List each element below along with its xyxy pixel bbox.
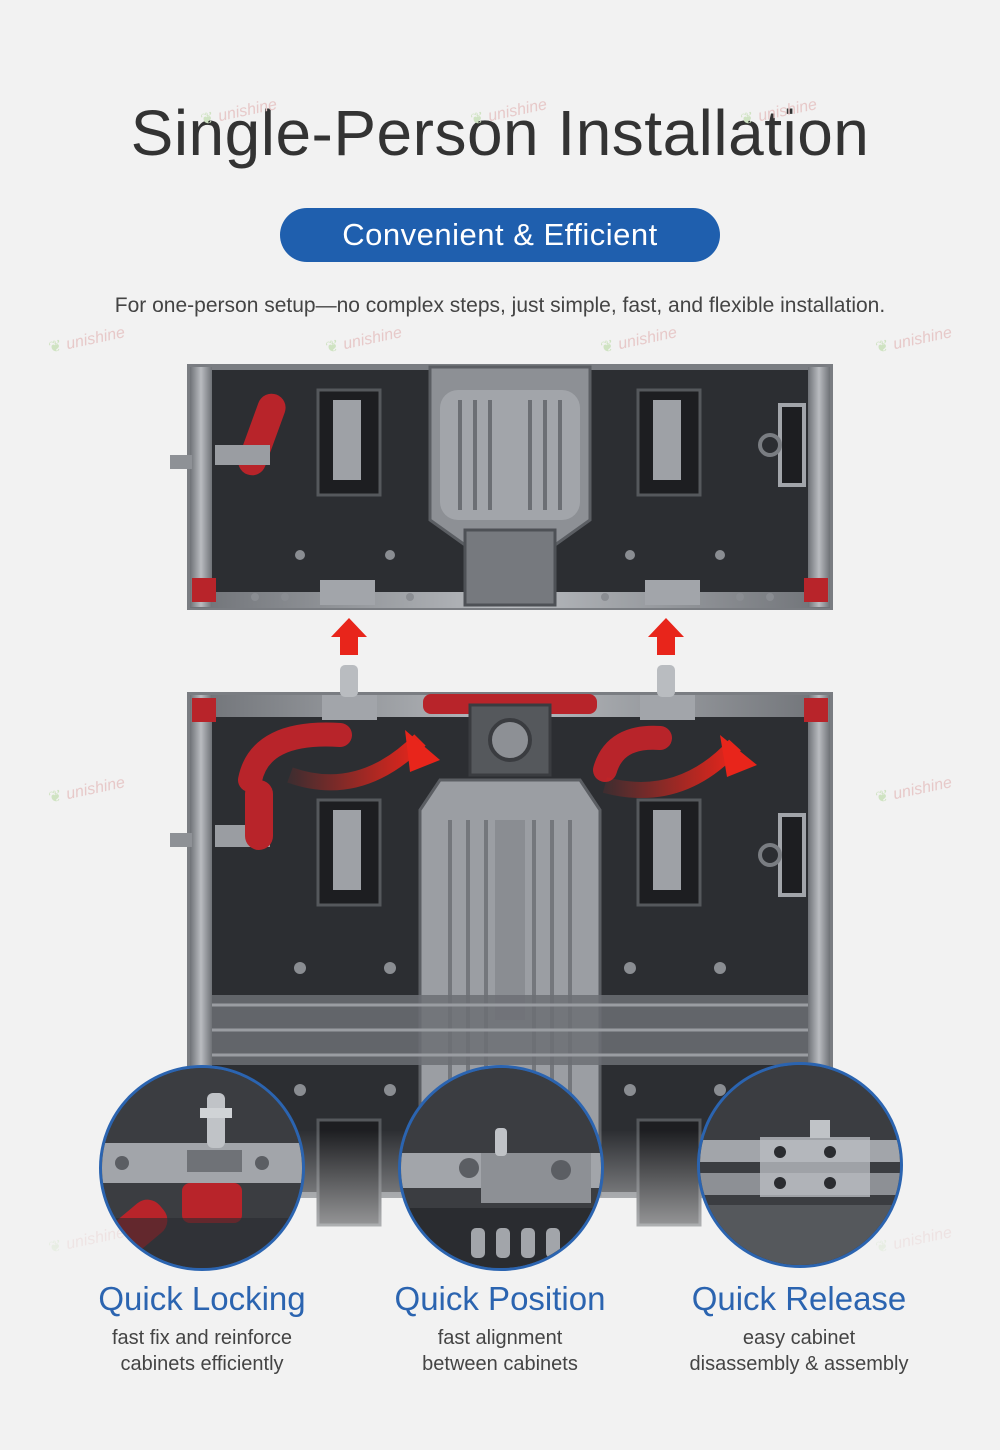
arrow-up-icon — [331, 618, 684, 655]
quick-release-detail-image — [697, 1062, 903, 1268]
curved-arrow-icon — [720, 735, 757, 777]
feature-title-quick-locking: Quick Locking — [98, 1280, 306, 1317]
page-description: For one-person setup—no complex steps, j… — [114, 294, 886, 317]
upper-cabinet — [170, 364, 833, 610]
curved-arrow-icon — [405, 730, 440, 772]
subtitle-badge: Convenient & Efficient — [280, 208, 720, 262]
quick-locking-detail-image — [99, 1065, 305, 1271]
feature-title-quick-position: Quick Position — [394, 1280, 606, 1317]
page-title: Single-Person Installation — [130, 97, 870, 169]
feature-title-quick-release: Quick Release — [691, 1280, 907, 1317]
quick-position-detail-image — [398, 1065, 604, 1271]
